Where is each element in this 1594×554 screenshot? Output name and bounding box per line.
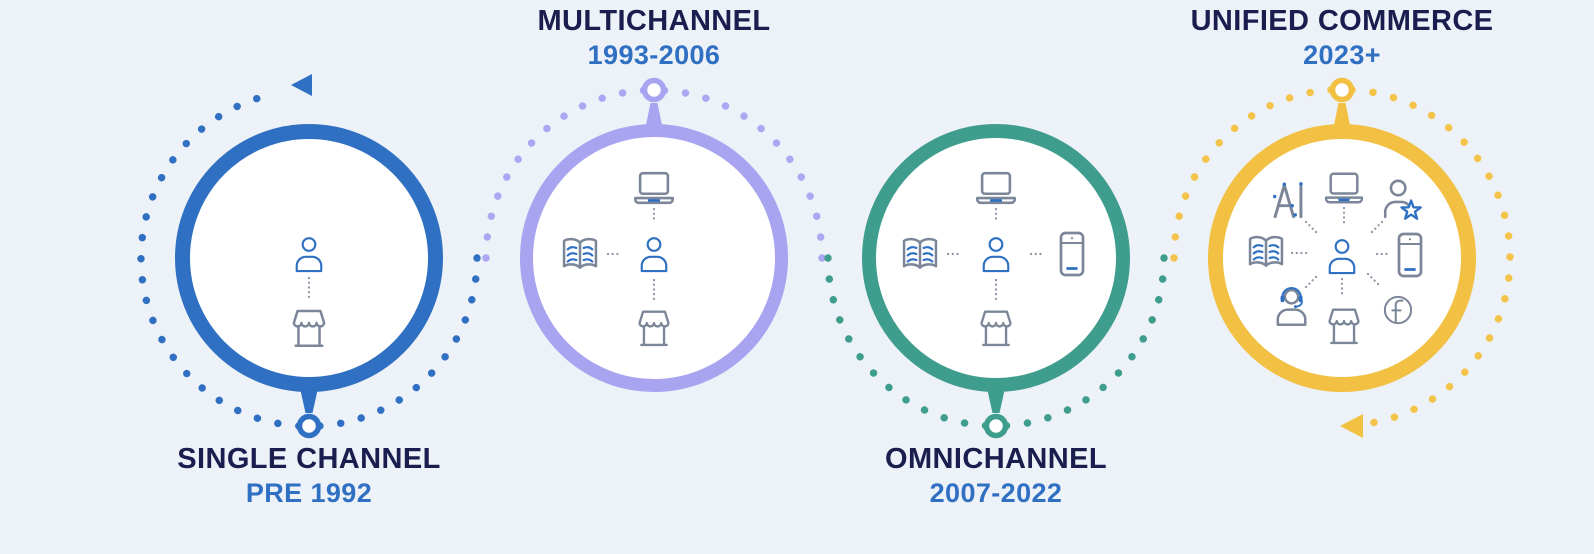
dotted-arc [1170, 85, 1514, 427]
direction-arrow-icon [1340, 414, 1363, 438]
pin-marker [1329, 77, 1355, 103]
connector-dotted-line [1367, 220, 1384, 237]
stage-title: SINGLE CHANNEL [177, 443, 441, 475]
unified-commerce-label: UNIFIED COMMERCE 2023+ [1162, 5, 1522, 71]
stage-title: OMNICHANNEL [885, 443, 1107, 475]
unified-commerce-diagram [1170, 77, 1514, 438]
pin-stem [645, 103, 663, 130]
stage-multichannel: MULTICHANNEL 1993-2006 [474, 0, 834, 554]
stage-ring [175, 124, 443, 392]
connector-dotted-line [1304, 220, 1321, 237]
omnichannel-diagram [824, 124, 1168, 439]
stage-ring [862, 124, 1130, 392]
stage-title: MULTICHANNEL [537, 5, 771, 37]
pin-marker [641, 77, 667, 103]
connector-dotted-line [1366, 272, 1383, 289]
stage-title: UNIFIED COMMERCE [1190, 5, 1494, 37]
stage-unified-commerce: UNIFIED COMMERCE 2023+ [1162, 0, 1522, 554]
stage-omnichannel: OMNICHANNEL 2007-2022 [816, 0, 1176, 554]
pin-stem [987, 388, 1005, 413]
stage-period: 2023+ [1303, 39, 1381, 70]
pin-stem [300, 388, 318, 413]
dotted-arc [482, 86, 826, 262]
connector-dotted-line [1304, 272, 1321, 289]
multichannel-label: MULTICHANNEL 1993-2006 [474, 5, 834, 71]
omnichannel-label: OMNICHANNEL 2007-2022 [816, 443, 1176, 509]
pin-stem [1333, 103, 1351, 130]
stage-single-channel: SINGLE CHANNEL PRE 1992 [129, 0, 489, 554]
multichannel-diagram [482, 77, 826, 392]
stage-period: 1993-2006 [587, 39, 721, 70]
pin-marker [983, 413, 1009, 439]
stage-period: 2007-2022 [929, 477, 1063, 508]
stage-period: PRE 1992 [245, 477, 373, 508]
single-channel-label: SINGLE CHANNEL PRE 1992 [129, 443, 489, 509]
dotted-arc [137, 90, 481, 430]
direction-arrow-icon [291, 74, 312, 96]
single-channel-diagram [137, 74, 481, 439]
stage-ring [520, 124, 788, 392]
dotted-arc [824, 254, 1168, 430]
pin-marker [296, 413, 322, 439]
